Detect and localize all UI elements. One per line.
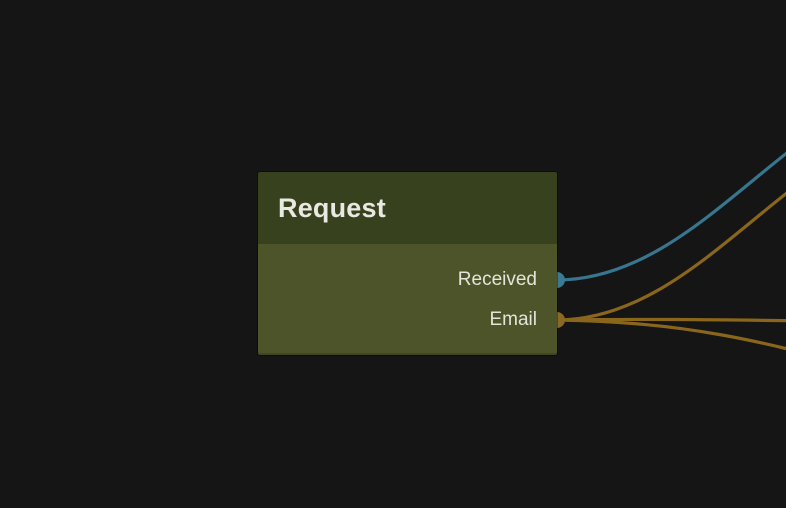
wire-received-out[interactable] — [555, 80, 786, 282]
wire-email-out-1[interactable] — [555, 120, 786, 322]
node-request-body: Received Email — [258, 244, 557, 355]
node-title: Request — [278, 192, 386, 223]
output-label-email: Email — [489, 309, 537, 330]
node-request-header[interactable]: Request — [258, 172, 557, 244]
wire-email-out-3[interactable] — [555, 318, 786, 380]
wire-email-out-2[interactable] — [555, 317, 786, 323]
node-request[interactable]: Request Received Email — [258, 172, 557, 355]
output-label-received: Received — [457, 269, 537, 290]
